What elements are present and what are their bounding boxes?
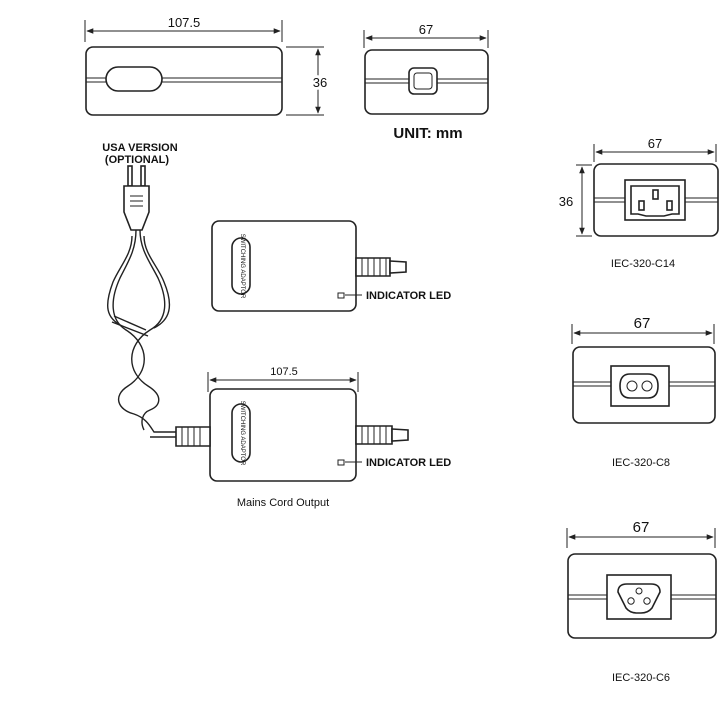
end-view: 67 (363, 22, 489, 115)
mains-cord (106, 229, 180, 438)
adapter-lower: 107.5 SWITCHING ADAPTOR INDICATOR LED (175, 366, 451, 482)
c8-width-dimension: 67 (634, 315, 651, 332)
iec-c8-view: 67 (571, 315, 716, 424)
usa-plug-note: USA VERSION (OPTIONAL) (102, 142, 177, 166)
side-view: 107.5 36 (84, 15, 330, 116)
c8-caption: IEC-320-C8 (612, 457, 670, 469)
side-length-dimension: 107.5 (168, 15, 201, 30)
plug-note-line2: (OPTIONAL) (105, 154, 169, 166)
usa-plug (123, 165, 150, 231)
side-height-dimension: 36 (313, 75, 327, 90)
mains-cord-caption: Mains Cord Output (237, 497, 329, 509)
lower-length-dimension: 107.5 (270, 366, 298, 378)
lower-brand-text: SWITCHING ADAPTOR (239, 401, 245, 466)
upper-indicator-label: INDICATOR LED (366, 290, 451, 302)
c6-width-dimension: 67 (633, 519, 650, 536)
adapter-upper: SWITCHING ADAPTOR INDICATOR LED (211, 220, 451, 312)
end-width-dimension: 67 (419, 22, 433, 37)
unit-label: UNIT: mm (393, 125, 462, 142)
c14-caption: IEC-320-C14 (611, 258, 675, 270)
c6-caption: IEC-320-C6 (612, 672, 670, 684)
lower-indicator-label: INDICATOR LED (366, 457, 451, 469)
c14-width-dimension: 67 (648, 136, 662, 151)
c14-height-dimension: 36 (559, 194, 573, 209)
iec-c14-view: 67 36 (559, 136, 719, 237)
plug-note-line1: USA VERSION (102, 142, 177, 154)
iec-c6-view: 67 (566, 519, 717, 639)
upper-brand-text: SWITCHING ADAPTOR (239, 234, 245, 299)
